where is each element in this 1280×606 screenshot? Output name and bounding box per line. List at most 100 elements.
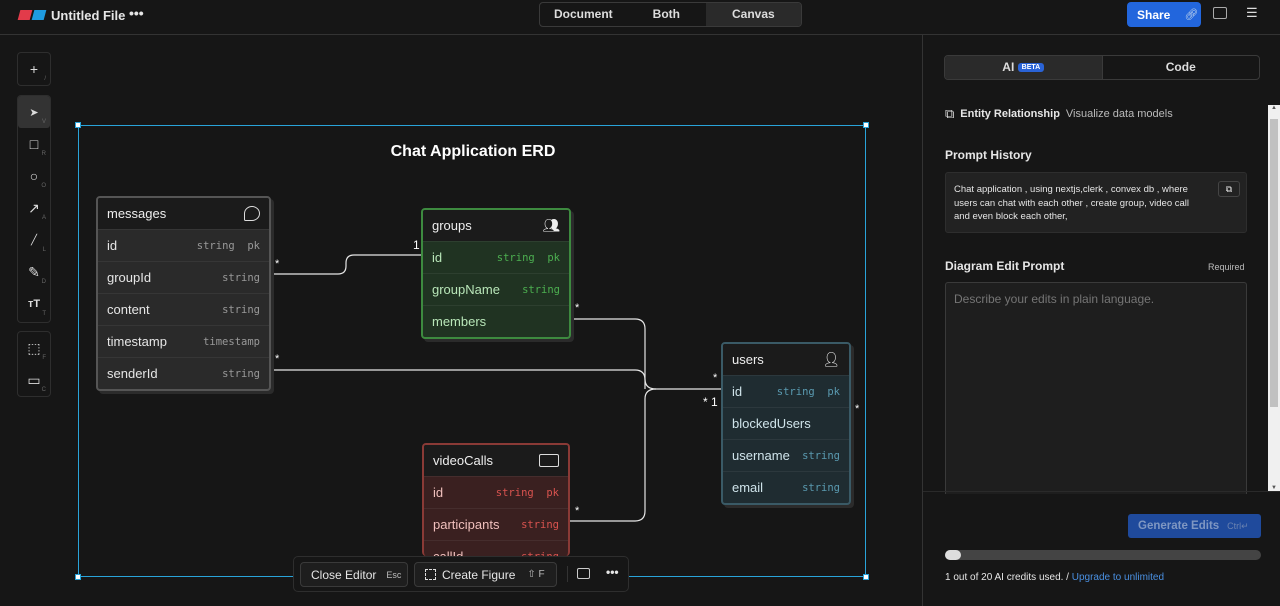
edit-prompt-input[interactable] (945, 282, 1247, 494)
relation-messages-groups (270, 254, 421, 275)
resize-handle[interactable] (863, 122, 869, 128)
file-title[interactable]: Untitled File (51, 8, 126, 23)
close-editor-button[interactable]: Close Editor Esc (300, 562, 408, 587)
field-name: groupName (432, 282, 500, 297)
resize-handle[interactable] (75, 122, 81, 128)
field-type: string pk (495, 486, 559, 499)
create-figure-button[interactable]: Create Figure ⇧ F (414, 562, 557, 587)
field-type: string pk (196, 239, 260, 252)
more-options-icon[interactable]: ••• (606, 565, 619, 579)
add-tool-group: +/ (17, 52, 51, 86)
entity-relationship-icon: ⧉ (945, 106, 955, 121)
line-tool-icon[interactable]: ╱L (30, 234, 46, 254)
field-name: timestamp (107, 334, 167, 349)
panel-tabs: AI BETA Code (944, 55, 1260, 80)
tab-ai[interactable]: AI BETA (945, 56, 1102, 79)
cardinality: * (713, 372, 718, 384)
field-type: string (222, 367, 260, 380)
pencil-tool-icon[interactable]: ✎D (28, 263, 46, 286)
field-name: senderId (107, 366, 158, 381)
comment-tool-icon[interactable]: ▭C (27, 371, 46, 394)
entity-videocalls[interactable]: videoCalls id string pk participants strin… (422, 443, 570, 556)
frame-tool-icon[interactable]: ⬚F (27, 339, 46, 362)
entity-name: messages (107, 206, 167, 221)
add-icon[interactable]: +/ (29, 61, 46, 82)
extra-tools: ⬚F ▭C (17, 331, 51, 397)
ellipse-tool-icon[interactable]: ○O (29, 168, 46, 189)
relation-videocalls-users (568, 388, 657, 522)
prompt-history-text: Chat application , using nextjs,clerk , … (954, 184, 1189, 222)
comments-icon[interactable] (1213, 7, 1227, 19)
view-mode-switch: Document Both Canvas (539, 2, 802, 27)
entity-messages[interactable]: messages id string pk groupId string conte… (96, 196, 271, 391)
edit-prompt-title: Diagram Edit Prompt (945, 259, 1065, 273)
cardinality: * 1 (703, 395, 718, 409)
field-name: id (107, 238, 118, 253)
credits-progress-fill (945, 550, 961, 560)
relation-messages-users (270, 369, 646, 389)
outline-icon[interactable]: ☰ (1246, 5, 1258, 20)
field-name: id (432, 250, 443, 265)
select-tool-icon[interactable]: ➤V (18, 96, 50, 128)
add-frame-icon (425, 569, 436, 580)
field-name: groupId (107, 270, 152, 285)
relationship-lines (270, 254, 721, 522)
entity-name: groups (432, 218, 472, 233)
arrow-tool-icon[interactable]: ↗A (28, 199, 46, 222)
field-name: username (732, 448, 790, 463)
tab-code[interactable]: Code (1101, 56, 1260, 79)
link-icon: 🔗︎ (1184, 9, 1199, 21)
credits-text: 1 out of 20 AI credits used. / (945, 572, 1069, 583)
cardinality: * (275, 353, 280, 365)
field-name: content (107, 302, 150, 317)
field-name: id (433, 485, 444, 500)
resize-handle[interactable] (75, 574, 81, 580)
upgrade-link[interactable]: Upgrade to unlimited (1071, 572, 1165, 583)
view-both[interactable]: Both (652, 7, 680, 21)
comment-icon[interactable] (577, 568, 590, 579)
resize-handle[interactable] (863, 574, 869, 580)
credits-progress-bar (945, 550, 1261, 560)
create-figure-label: Create Figure (442, 567, 516, 582)
field-name: callId (433, 549, 463, 556)
generate-edits-button[interactable]: Generate Edits Ctrl↵ (1128, 514, 1261, 538)
shortcut-hint: ⇧ F (527, 569, 545, 580)
diagram-type-desc: Visualize data models (1065, 108, 1173, 120)
field-name: email (732, 480, 764, 495)
shortcut-hint: Ctrl↵ (1227, 520, 1249, 531)
cardinality: * (575, 302, 580, 314)
rectangle-tool-icon[interactable]: □R (29, 136, 46, 157)
field-type: string (802, 481, 840, 494)
cardinality: 1 (413, 238, 420, 252)
ai-panel: AI BETA Code ⧉ Entity Relationship Visua… (922, 35, 1280, 606)
user-icon: 👤︎ (822, 351, 840, 367)
editor-bottom-bar: Close Editor Esc Create Figure ⇧ F ••• (293, 556, 629, 592)
view-document[interactable]: Document (554, 7, 613, 21)
scrollbar[interactable]: ▲ ▼ (1268, 105, 1280, 491)
close-editor-label: Close Editor (311, 567, 377, 582)
beta-badge: BETA (1017, 63, 1045, 72)
top-bar: Untitled File ••• Document Both Canvas S… (0, 0, 1280, 35)
generate-edits-label: Generate Edits (1138, 520, 1220, 532)
entity-name: videoCalls (433, 453, 493, 468)
cardinality: * (575, 505, 580, 517)
field-type: string (522, 283, 560, 296)
field-name: blockedUsers (732, 416, 811, 431)
relation-groups-users (568, 318, 721, 390)
chat-bubble-icon (244, 206, 260, 221)
share-button[interactable]: Share 🔗︎ (1127, 2, 1201, 27)
entity-name: users (732, 352, 764, 367)
credits-info: 1 out of 20 AI credits used. / Upgrade t… (945, 572, 1164, 583)
more-options-icon[interactable]: ••• (129, 5, 144, 21)
copy-icon[interactable]: ⧉ (1218, 181, 1240, 197)
field-type: string (521, 551, 559, 557)
field-name: members (432, 314, 487, 329)
diagram-type[interactable]: ⧉ Entity Relationship Visualize data mod… (945, 106, 1173, 122)
view-canvas[interactable]: Canvas (706, 3, 801, 26)
diagram-type-label: Entity Relationship (960, 108, 1060, 120)
field-name: participants (433, 517, 500, 532)
